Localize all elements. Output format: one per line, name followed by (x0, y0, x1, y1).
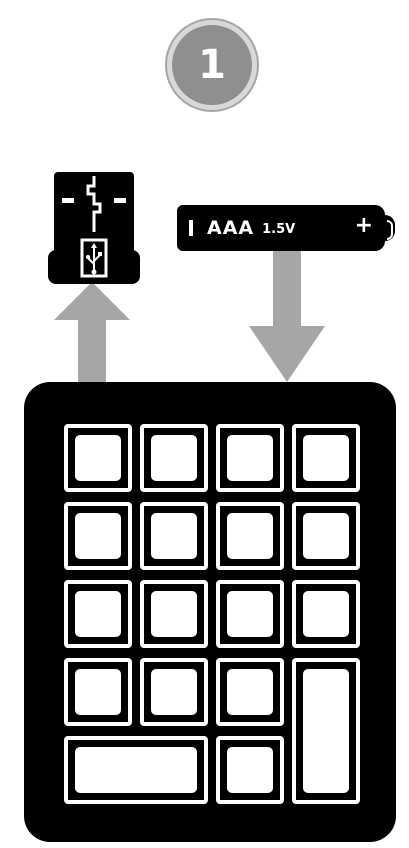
step-badge: 1 (167, 20, 257, 110)
keypad-key (216, 658, 284, 726)
battery-plus-label: + (354, 213, 373, 238)
battery-positive-tip (385, 215, 395, 241)
battery-voltage-label: 1.5V (262, 222, 296, 237)
keypad-key (140, 658, 208, 726)
arrow-up-icon (54, 282, 130, 384)
keypad-key-wide (64, 736, 208, 804)
keypad-key (64, 580, 132, 648)
battery-minus-terminal (189, 220, 193, 236)
keypad-key (64, 424, 132, 492)
keypad-key (140, 424, 208, 492)
usb-icon (86, 243, 102, 275)
keypad-key (140, 502, 208, 570)
arrow-down-icon (249, 250, 325, 382)
keypad-key (64, 658, 132, 726)
aaa-battery: AAA 1.5V + (177, 205, 385, 251)
keypad-key (216, 580, 284, 648)
keypad-key (292, 580, 360, 648)
keypad-key (216, 736, 284, 804)
usb-receiver-icon (48, 172, 140, 284)
keypad-key (64, 502, 132, 570)
numeric-keypad (24, 382, 396, 842)
keypad-key-tall (292, 658, 360, 804)
keypad-key (292, 502, 360, 570)
step-number: 1 (198, 42, 226, 88)
keypad-key (216, 424, 284, 492)
battery-type-label: AAA (207, 217, 255, 239)
keypad-key (292, 424, 360, 492)
keypad-key (216, 502, 284, 570)
keypad-key (140, 580, 208, 648)
